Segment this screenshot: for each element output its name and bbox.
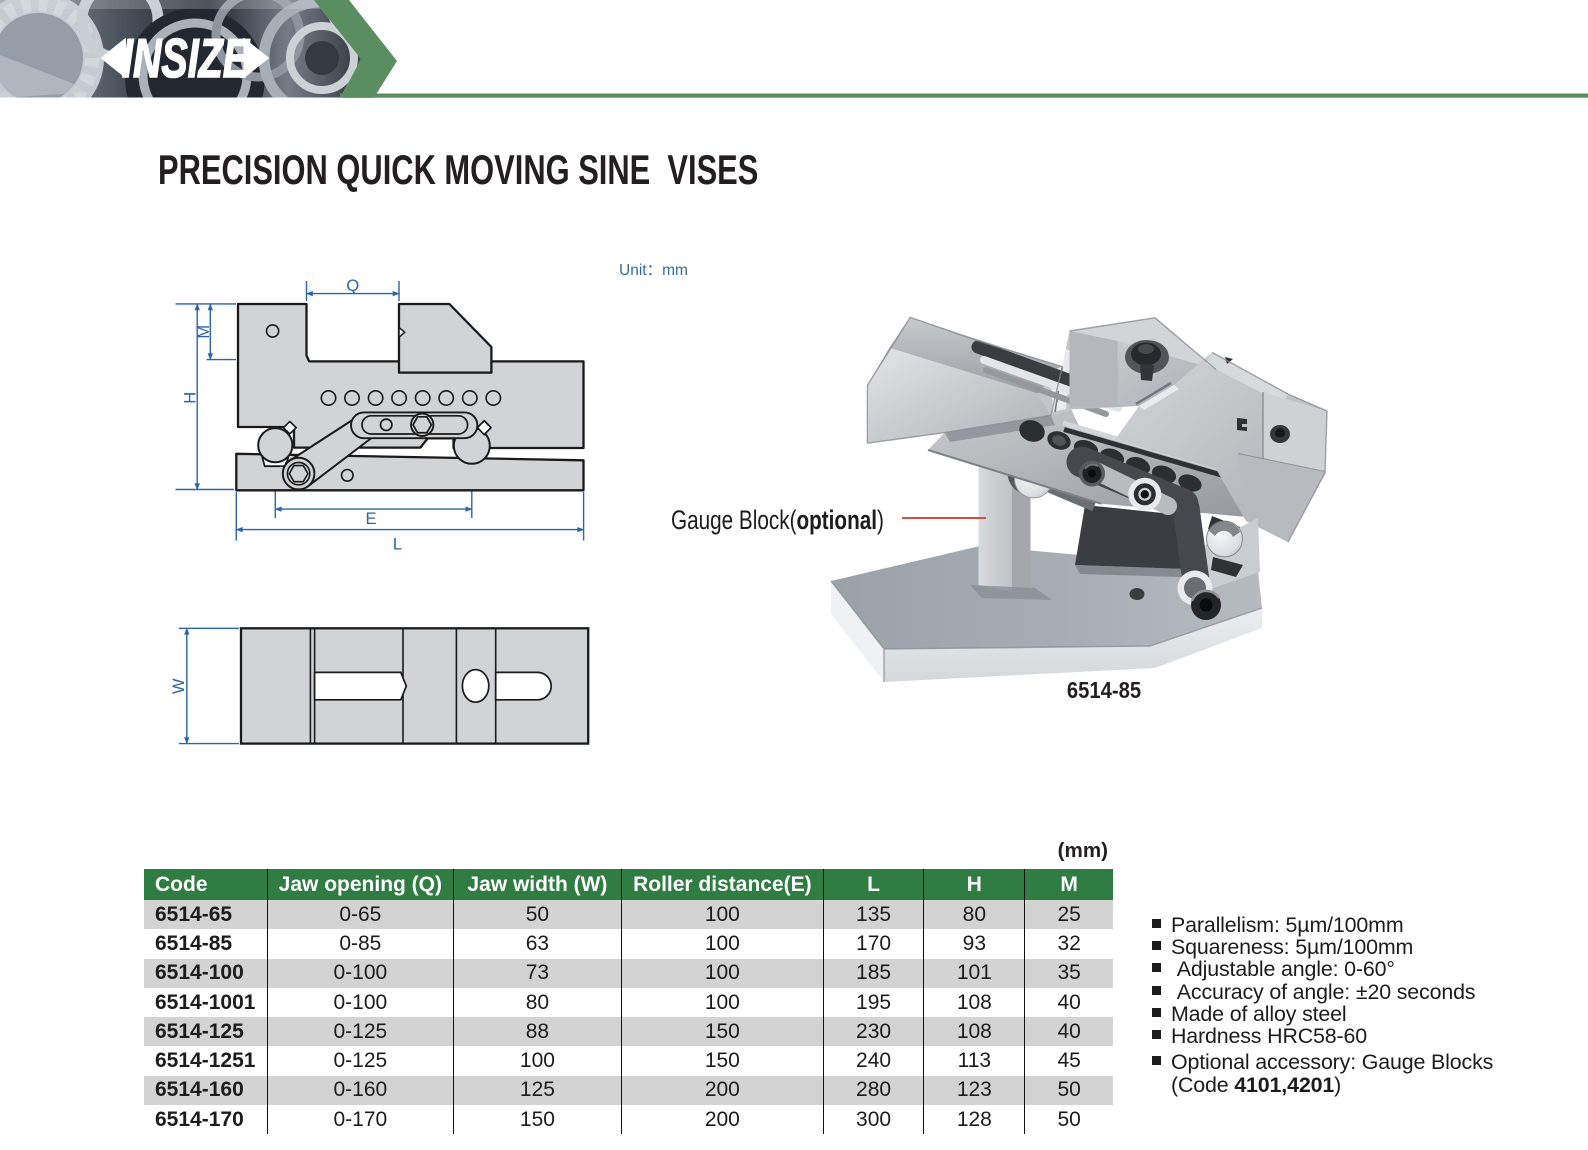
svg-text:H: H [181,392,199,404]
svg-text:INSIZE: INSIZE [122,27,251,89]
svg-text:E: E [365,510,376,528]
svg-text:M: M [195,325,213,339]
svg-text:L: L [393,536,402,554]
svg-text:Q: Q [346,277,359,295]
svg-text:W: W [170,678,188,694]
